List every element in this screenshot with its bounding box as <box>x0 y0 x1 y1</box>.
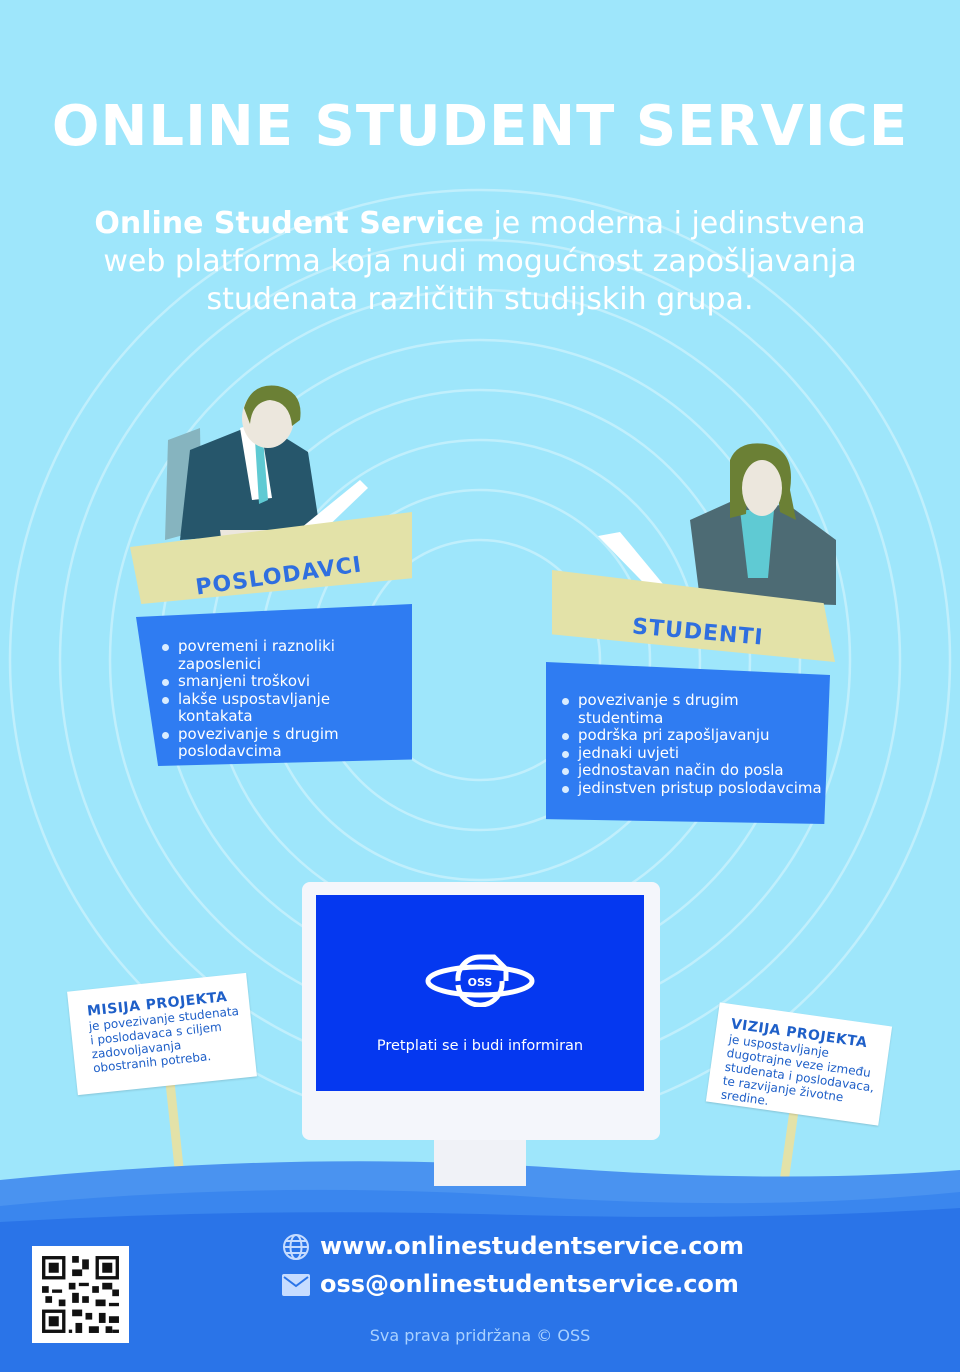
qr-code-icon[interactable] <box>32 1246 129 1343</box>
subscribe-text[interactable]: Pretplati se i budi informiran <box>376 1038 584 1054</box>
students-card: povezivanje s drugim studentima podrška … <box>546 662 830 824</box>
intro-rest: je moderna i jedinstvena web platforma k… <box>103 206 866 317</box>
monitor-screen: OSS Pretplati se i budi informiran <box>316 895 644 1091</box>
intro-bold: Online Student Service <box>94 206 484 241</box>
email-link[interactable]: oss@onlinestudentservice.com <box>320 1270 739 1298</box>
list-item: smanjeni troškovi <box>160 672 400 691</box>
envelope-icon <box>282 1274 310 1296</box>
employers-list: povremeni i raznoliki zaposlenici smanje… <box>160 637 400 761</box>
intro-text: Online Student Service je moderna i jedi… <box>90 205 870 319</box>
students-list: povezivanje s drugim studentima podrška … <box>560 691 824 798</box>
list-item: lakše uspostavljanje kontakata <box>160 690 400 726</box>
list-item: jedinstven pristup poslodavcima <box>560 779 824 798</box>
list-item: povezivanje s drugim poslodavcima <box>160 725 400 761</box>
list-item: podrška pri zapošljavanju <box>560 726 824 745</box>
oss-logo-icon: OSS <box>425 954 535 1007</box>
website-link[interactable]: www.onlinestudentservice.com <box>320 1232 744 1260</box>
employers-card: povremeni i raznoliki zaposlenici smanje… <box>136 604 412 766</box>
qr-code-pattern <box>42 1256 119 1333</box>
list-item: povremeni i raznoliki zaposlenici <box>160 637 400 673</box>
copyright-text: Sva prava pridržana © OSS <box>369 1326 591 1345</box>
monitor-stand <box>434 1138 526 1186</box>
logo-text: OSS <box>468 976 493 989</box>
list-item: jednaki uvjeti <box>560 744 824 763</box>
globe-icon <box>283 1234 309 1260</box>
page-title: ONLINE STUDENT SERVICE <box>51 94 909 159</box>
list-item: jednostavan način do posla <box>560 761 824 780</box>
list-item: povezivanje s drugim studentima <box>560 691 824 727</box>
